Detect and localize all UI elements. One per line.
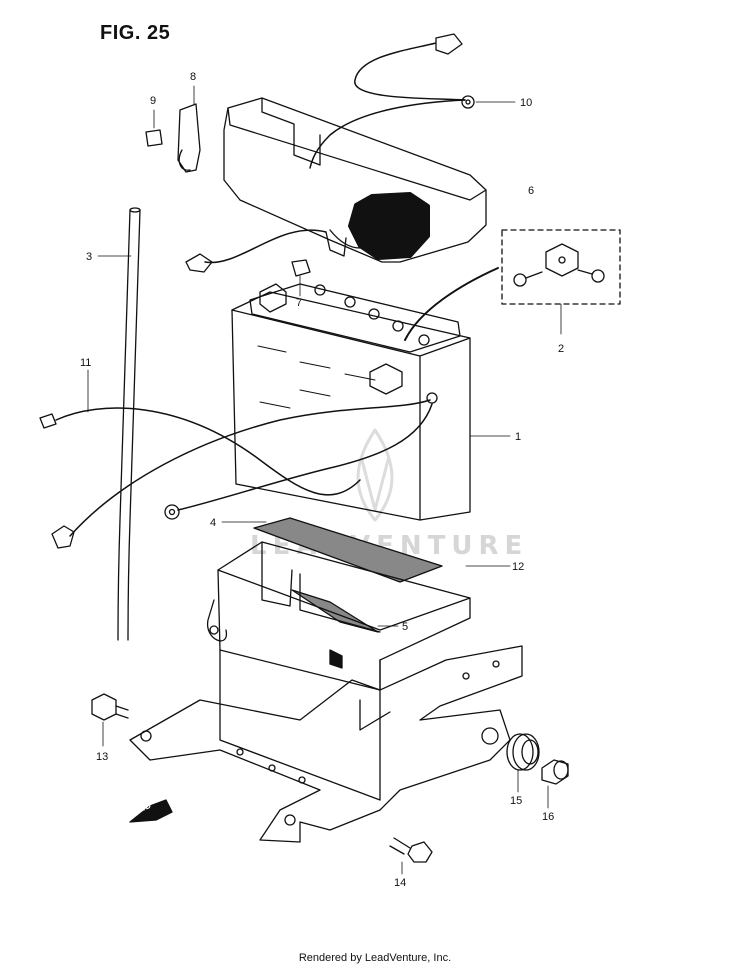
battery-cover	[223, 97, 487, 263]
callout-9: 9	[150, 95, 156, 107]
terminal-7	[291, 259, 311, 297]
bolt-13	[91, 693, 129, 747]
mounting-bracket	[129, 645, 523, 843]
callout-3: 3	[86, 251, 92, 263]
bracket-clip	[177, 85, 201, 173]
callout-1: 1	[515, 431, 521, 443]
callout-5: 5	[402, 621, 408, 633]
callout-15: 15	[510, 795, 522, 807]
battery-case	[207, 541, 511, 801]
breather-tube	[97, 207, 141, 641]
spacer-16	[541, 759, 569, 809]
grommet-15	[506, 733, 540, 793]
bolt-14	[389, 837, 433, 875]
callout-2: 2	[558, 343, 564, 355]
pad-5	[291, 589, 399, 633]
connector-wire	[204, 229, 327, 264]
callout-4: 4	[210, 517, 216, 529]
callout-7: 7	[296, 297, 302, 309]
callout-16: 16	[542, 811, 554, 823]
terminal-left	[185, 253, 213, 273]
battery-pad	[221, 517, 443, 583]
battery	[231, 283, 511, 521]
watermark	[356, 428, 394, 522]
callout-13: 13	[96, 751, 108, 763]
footer-credit: Rendered by LeadVenture, Inc.	[298, 952, 452, 964]
callout-12: 12	[512, 561, 524, 573]
callout-11: 11	[80, 357, 91, 369]
screw-9	[145, 109, 163, 147]
terminal-screw-kit	[501, 229, 621, 335]
lead-line	[404, 267, 499, 341]
callout-6: 6	[528, 185, 534, 197]
battery-wire	[309, 33, 516, 169]
harness	[39, 369, 438, 549]
callout-14: 14	[394, 877, 406, 889]
callout-8: 8	[190, 71, 196, 83]
figure-title: FIG. 25	[100, 22, 171, 44]
callout-10: 10	[520, 97, 532, 109]
fwd-arrow-icon	[129, 799, 173, 823]
